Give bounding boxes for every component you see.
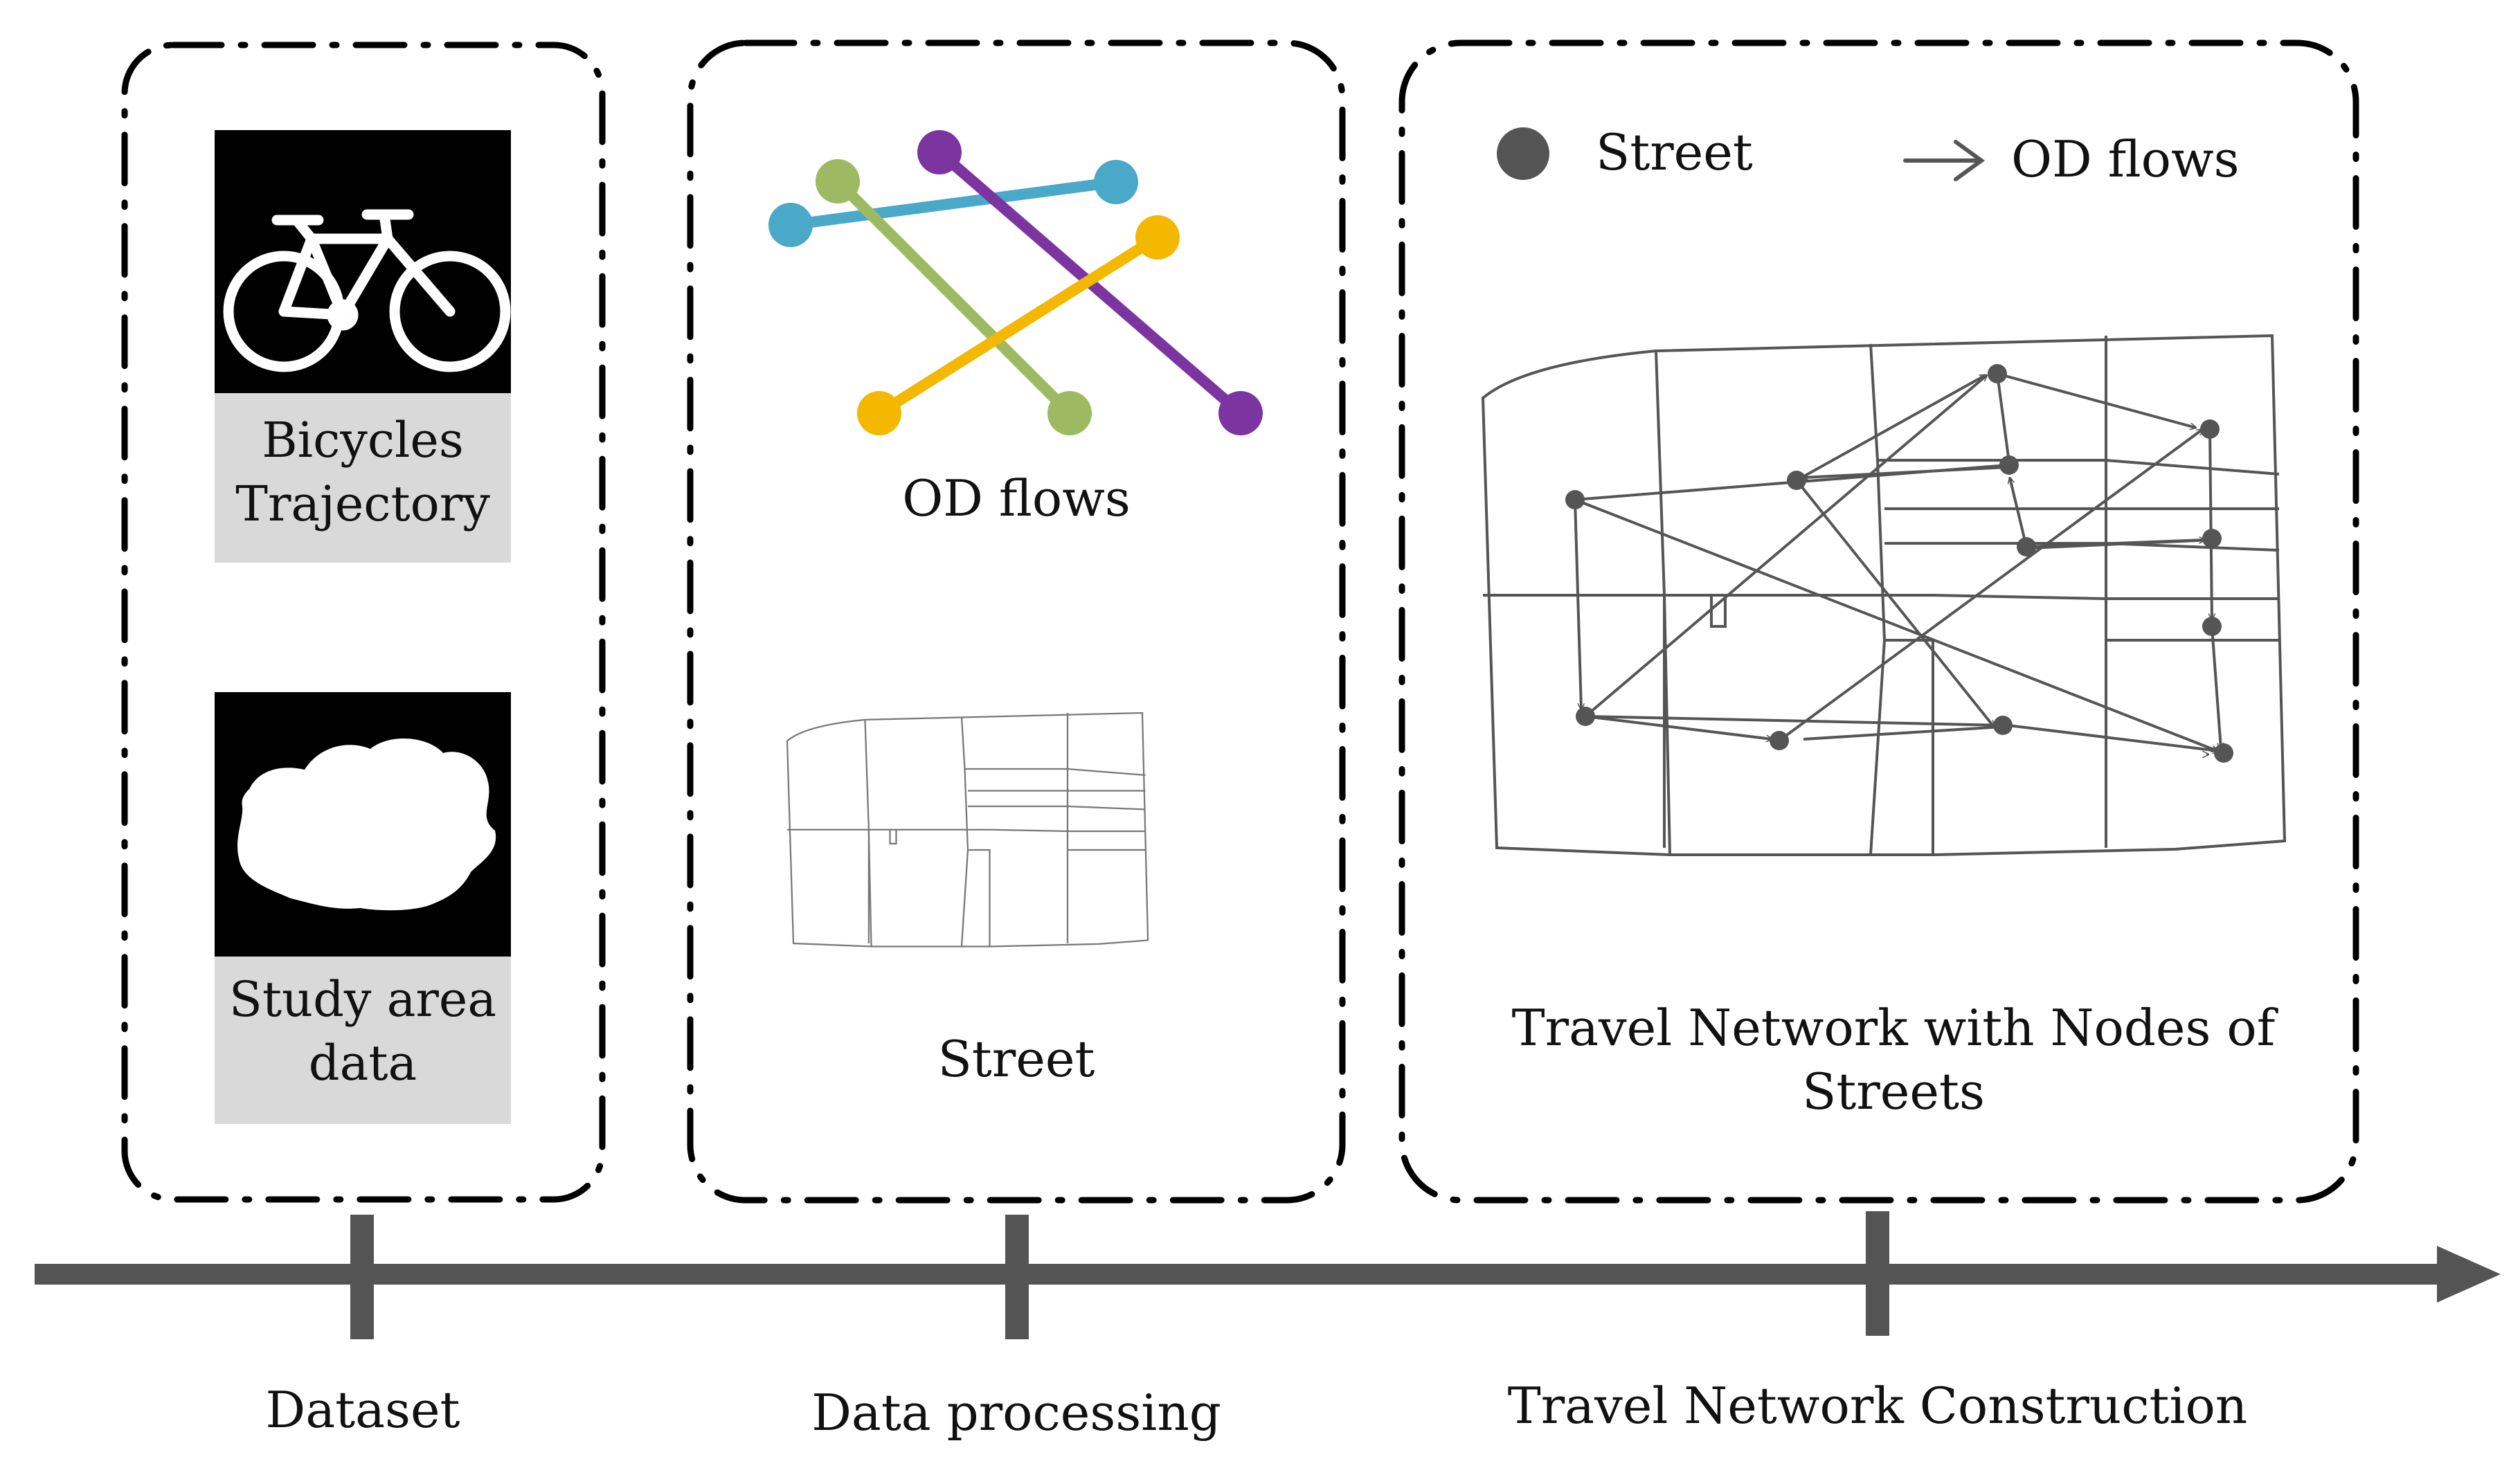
bicycle-caption-line2: Trajectory xyxy=(235,475,490,532)
network-od-edges xyxy=(1574,372,2221,754)
small-street-map xyxy=(786,712,1149,948)
legend-arrow-icon xyxy=(1903,140,1986,181)
legend-street-label: Street xyxy=(1596,123,1753,181)
od-flows-caption: OD flows xyxy=(902,469,1131,527)
processing-panel-frame xyxy=(687,39,1346,1204)
study-area-tile: Study area data xyxy=(215,692,511,1124)
network-caption-line2: Streets xyxy=(1802,1062,1985,1121)
timeline-arrow xyxy=(35,1246,2501,1303)
timeline-tick-dataset xyxy=(350,1215,374,1339)
legend-street-node-icon xyxy=(1497,127,1549,180)
timeline-tick-processing xyxy=(1005,1215,1029,1339)
bicycle-tile: Bicycles Trajectory xyxy=(215,130,511,563)
dataset-panel-frame xyxy=(121,42,606,1203)
od-flow-green xyxy=(832,176,1075,419)
bicycle-caption-line1: Bicycles xyxy=(262,412,464,469)
study-area-caption-line2: data xyxy=(309,1035,417,1091)
street-caption: Street xyxy=(938,1030,1095,1088)
timeline-label-dataset: Dataset xyxy=(265,1381,460,1439)
network-street-map xyxy=(1481,334,2287,856)
network-panel-frame xyxy=(1398,39,2359,1204)
od-flows-illustration xyxy=(768,130,1263,435)
network-caption-line1: Travel Network with Nodes of xyxy=(1512,999,2278,1057)
network-street-nodes xyxy=(1565,364,2233,763)
od-flow-blue xyxy=(785,176,1122,230)
timeline-label-processing: Data processing xyxy=(811,1384,1221,1442)
study-area-shape xyxy=(237,738,496,911)
legend-od-label: OD flows xyxy=(2011,130,2240,188)
bicycle-icon xyxy=(223,209,511,372)
od-flow-yellow xyxy=(874,232,1163,419)
timeline-label-network: Travel Network Construction xyxy=(1508,1377,2248,1435)
study-area-caption-line1: Study area xyxy=(229,971,496,1028)
timeline-tick-network xyxy=(1866,1211,1889,1336)
